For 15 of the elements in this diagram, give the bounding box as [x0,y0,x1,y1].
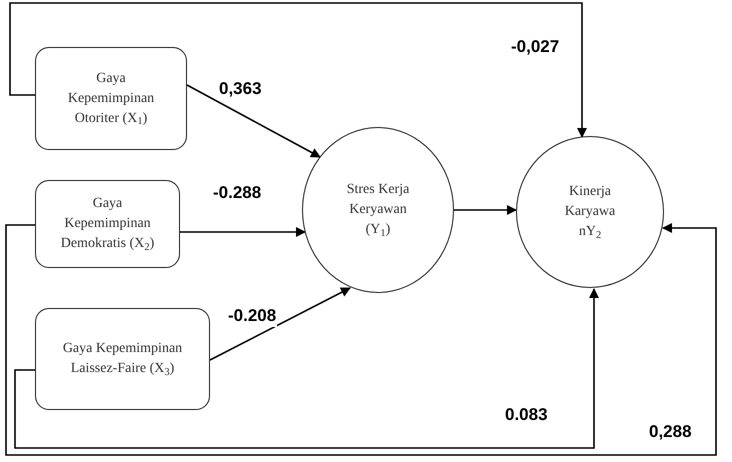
variable-box [35,180,180,268]
arrow [186,84,321,158]
node-label: Kinerja Karyawa nY$_{2}$ [564,183,616,242]
arrow [180,227,306,237]
variable-box [35,308,210,410]
node-label: Gaya Kepemimpinan Otoriter (X$_{1}$) [66,70,156,128]
arrow [454,205,517,215]
arrow [14,288,599,449]
node-label: Gaya Kepemimpinan Laissez-Faire (X$_{3}$) [62,340,184,379]
arrow [210,287,351,361]
node-label: Gaya Kepemimpinan Demokratis (X$_{2}$) [60,195,156,254]
arrow [5,223,717,456]
node-label: Stres Kerja Keryawan (Y$_{1}$) [346,181,410,240]
arrow [9,2,587,138]
variable-box [35,47,187,150]
